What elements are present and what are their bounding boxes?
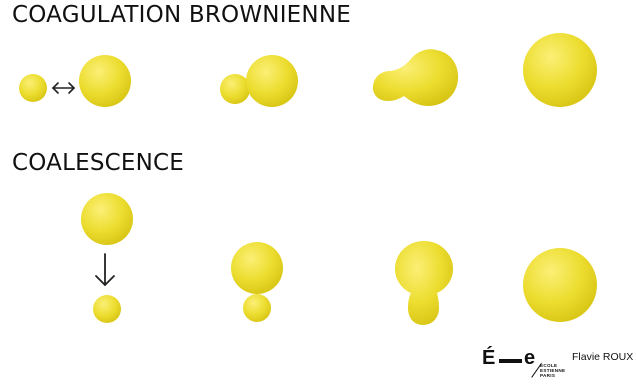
coagulation-stage-3 bbox=[372, 49, 459, 106]
logo-school-line: ÉCOLE bbox=[540, 363, 558, 368]
large-droplet bbox=[81, 193, 133, 245]
small-droplet bbox=[19, 74, 47, 102]
small-droplet bbox=[243, 294, 271, 322]
merging-droplet bbox=[395, 241, 453, 325]
double-arrow-icon bbox=[51, 82, 76, 94]
ecole-estienne-logo: É e ÉCOLE ESTIENNE PARIS bbox=[482, 347, 570, 382]
small-droplet bbox=[93, 295, 121, 323]
merged-droplet bbox=[523, 33, 597, 107]
merged-droplet bbox=[523, 248, 597, 322]
coalescence-stage-1 bbox=[81, 193, 133, 323]
small-droplet bbox=[220, 74, 250, 104]
coalescence-stage-4 bbox=[523, 248, 597, 322]
logo-school-name: ÉCOLE ESTIENNE PARIS bbox=[540, 363, 565, 378]
large-droplet bbox=[246, 55, 298, 107]
logo-school-line: PARIS bbox=[540, 373, 556, 378]
logo-school-line: ESTIENNE bbox=[540, 368, 566, 373]
author-credit: Flavie ROUX bbox=[572, 351, 634, 363]
large-droplet bbox=[79, 55, 131, 107]
logo-letter-right: e bbox=[524, 347, 536, 369]
large-droplet bbox=[231, 242, 283, 294]
coagulation-stage-2 bbox=[220, 55, 298, 107]
coalescence-stage-3 bbox=[395, 241, 453, 325]
logo-dash bbox=[499, 359, 522, 363]
coagulation-stage-4 bbox=[523, 33, 597, 107]
down-arrow-icon bbox=[95, 253, 115, 287]
coalescence-stage-2 bbox=[231, 242, 283, 322]
coagulation-heading: COAGULATION BROWNIENNE bbox=[12, 2, 351, 28]
logo-letter-left: É bbox=[482, 347, 496, 369]
coagulation-stage-1 bbox=[19, 55, 131, 107]
merging-droplet bbox=[372, 49, 459, 106]
coalescence-heading: COALESCENCE bbox=[12, 150, 185, 176]
